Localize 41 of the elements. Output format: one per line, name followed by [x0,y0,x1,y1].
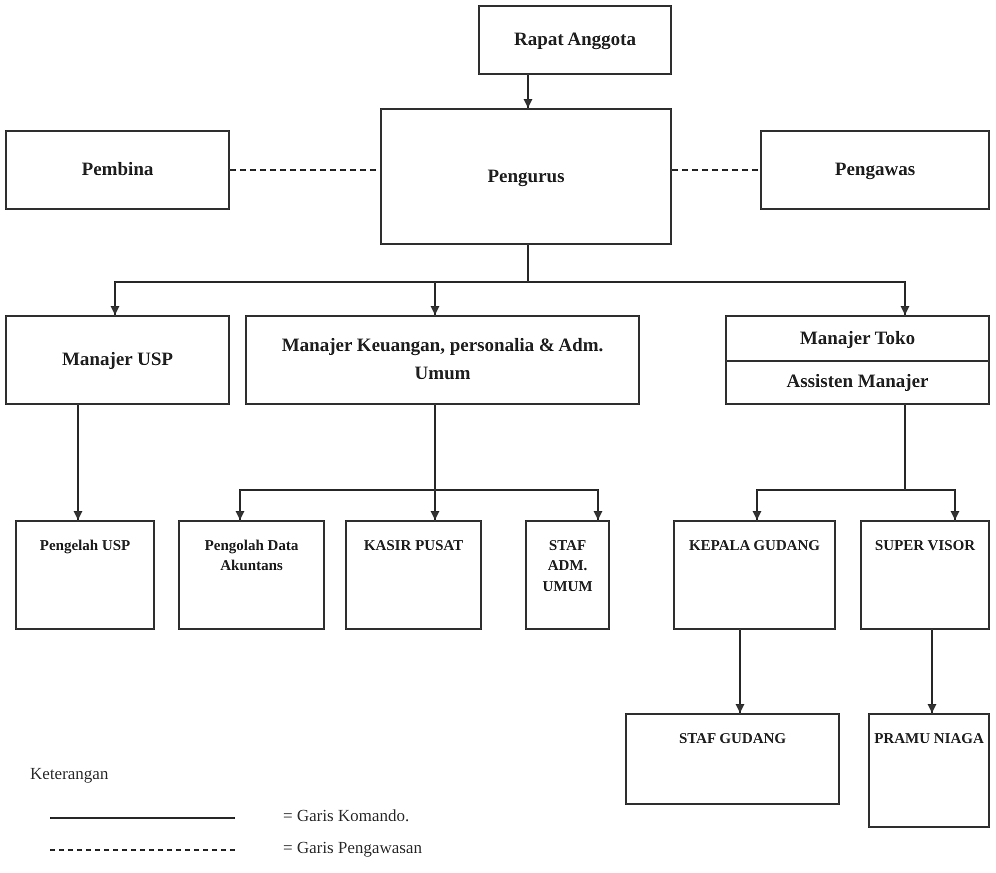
position-title: SUPER VISOR [874,537,976,556]
position-title: Pengelah USP [38,537,132,556]
arrow [736,630,744,713]
position-title: Pengurus [486,164,566,189]
position-title: Manajer USP [61,348,174,372]
org-box [868,713,990,828]
org-box [245,315,640,405]
position-title: Rapat Anggota [513,28,637,52]
position-title: Pembina [80,158,154,182]
org-box [860,520,990,630]
arrow [434,405,602,520]
arrow [904,405,960,520]
org-box [345,520,482,630]
position-title: Assisten Manajer [727,360,988,402]
arrow [524,75,532,108]
position-title: STAF ADM. UMUM [542,537,594,596]
position-title: Manajer Keuangan, personalia & Adm. Umum [280,334,604,386]
position-title: KEPALA GUDANG [688,537,821,556]
org-box [673,520,836,630]
org-box [525,520,610,630]
legend-heading: Keterangan [30,764,108,784]
org-box [725,315,990,405]
org-box [5,130,230,210]
position-title: KASIR PUSAT [362,537,464,556]
org-box [625,713,840,805]
position-title: Pengawas [834,158,916,182]
position-title: STAF GUDANG [678,730,788,749]
org-box [15,520,155,630]
org-box [760,130,990,210]
position-title: Manajer Toko [798,326,916,351]
position-title: PRAMU NIAGA [874,730,984,749]
org-box [478,5,672,75]
org-box [380,108,672,245]
arrow [928,630,936,713]
legend-text: = Garis Komando. [283,806,410,826]
org-box [5,315,230,405]
position-title: Pengolah Data Akuntans [204,537,300,576]
dashed-connector [672,169,760,171]
legend-text: = Garis Pengawasan [283,838,422,858]
org-box [178,520,325,630]
arrow [74,405,82,520]
